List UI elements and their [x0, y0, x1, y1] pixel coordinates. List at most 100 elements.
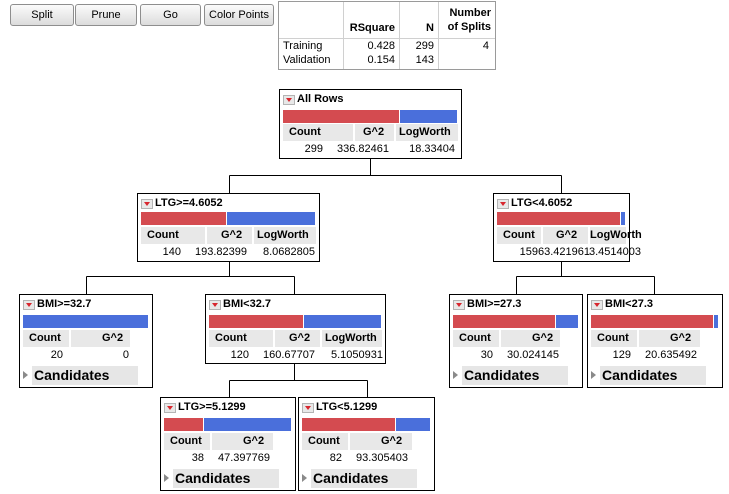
count-header: Count [147, 229, 179, 241]
validation-rsquare: 0.154 [367, 54, 395, 66]
node-title: LTG<5.1299 [316, 401, 378, 413]
node-ltg-lt-4-6052: LTG<4.6052 Count G^2 LogWorth 159 63.421… [493, 193, 642, 262]
blue-level-bar [304, 315, 381, 328]
prune-button[interactable]: Prune [75, 4, 137, 26]
splits-header: Number [449, 7, 491, 19]
node-title: BMI>=27.3 [467, 298, 522, 310]
node-bmi-lt-32-7: BMI<32.7 Count G^2 LogWorth 120 160.6770… [205, 294, 386, 364]
red-level-bar [141, 212, 226, 225]
logworth-value: 3.4514003 [589, 246, 641, 258]
validation-label: Validation [283, 54, 331, 66]
logworth-header: LogWorth [590, 229, 642, 241]
disclosure-triangle-icon[interactable] [302, 474, 307, 482]
logworth-value: 8.0682805 [263, 246, 315, 258]
g2-value: 47.397769 [218, 452, 270, 464]
red-level-bar [591, 315, 713, 328]
blue-level-bar [23, 315, 148, 328]
disclosure-triangle-icon[interactable] [591, 371, 596, 379]
g2-value: 336.82461 [337, 143, 389, 155]
node-title: All Rows [297, 93, 344, 105]
g2-header: G^2 [381, 435, 403, 447]
count-value: 82 [329, 452, 342, 464]
disclosure-triangle-icon[interactable] [23, 371, 28, 379]
count-header: Count [170, 435, 202, 447]
training-rsquare: 0.428 [367, 40, 395, 52]
go-button[interactable]: Go [140, 4, 201, 26]
node-ltg-lt-5-1299: LTG<5.1299 Count G^2 82 93.305403 Candid… [298, 397, 435, 491]
count-value: 140 [162, 246, 181, 258]
node-menu-triangle-icon[interactable] [591, 300, 603, 310]
blue-level-bar [204, 418, 291, 431]
g2-header: G^2 [532, 332, 554, 344]
node-menu-triangle-icon[interactable] [283, 95, 295, 105]
g2-header: G^2 [243, 435, 265, 447]
g2-value: 93.305403 [356, 452, 408, 464]
candidates-label: Candidates [311, 469, 417, 488]
blue-level-bar [400, 110, 457, 123]
count-header: Count [289, 126, 321, 138]
count-header: Count [597, 332, 629, 344]
node-title: LTG>=5.1299 [178, 401, 246, 413]
blue-level-bar [556, 315, 578, 328]
blue-level-bar [714, 315, 718, 328]
training-n: 299 [415, 40, 434, 52]
training-label: Training [283, 40, 323, 52]
split-button[interactable]: Split [10, 4, 74, 26]
node-menu-triangle-icon[interactable] [164, 403, 176, 413]
candidates-label: Candidates [32, 366, 138, 385]
g2-header: G^2 [556, 229, 578, 241]
node-menu-triangle-icon[interactable] [141, 199, 153, 209]
candidates-label: Candidates [462, 366, 568, 385]
node-menu-triangle-icon[interactable] [209, 300, 221, 310]
candidates-label: Candidates [600, 366, 706, 385]
candidates-label: Candidates [173, 469, 279, 488]
blue-level-bar [621, 212, 625, 225]
red-level-bar [302, 418, 395, 431]
node-menu-triangle-icon[interactable] [23, 300, 35, 310]
node-bmi-ge-32-7: BMI>=32.7 Count G^2 20 0 Candidates [19, 294, 153, 388]
g2-value: 160.67707 [263, 349, 315, 361]
count-value: 20 [50, 349, 63, 361]
g2-value: 193.82399 [195, 246, 247, 258]
color-points-button[interactable]: Color Points [204, 4, 274, 26]
g2-header: G^2 [221, 229, 243, 241]
logworth-value: 18.33404 [409, 143, 455, 155]
disclosure-triangle-icon[interactable] [164, 474, 169, 482]
node-title: LTG>=4.6052 [155, 197, 223, 209]
fit-summary-table: RSquare N Number of Splits Training 0.42… [278, 1, 496, 70]
count-header: Count [308, 435, 340, 447]
logworth-header: LogWorth [399, 126, 451, 138]
disclosure-triangle-icon[interactable] [453, 371, 458, 379]
training-splits: 4 [482, 40, 489, 52]
red-level-bar [497, 212, 620, 225]
g2-header: G^2 [102, 332, 124, 344]
blue-level-bar [396, 418, 430, 431]
red-level-bar [453, 315, 555, 328]
red-level-bar [164, 418, 203, 431]
count-value: 159 [519, 246, 538, 258]
g2-header: G^2 [670, 332, 692, 344]
node-menu-triangle-icon[interactable] [453, 300, 465, 310]
logworth-header: LogWorth [325, 332, 377, 344]
count-value: 120 [230, 349, 249, 361]
count-header: Count [459, 332, 491, 344]
red-level-bar [209, 315, 303, 328]
n-header: N [426, 22, 434, 34]
g2-header: G^2 [363, 126, 385, 138]
blue-level-bar [227, 212, 315, 225]
logworth-header: LogWorth [257, 229, 309, 241]
g2-value: 20.635492 [645, 349, 697, 361]
node-ltg-ge-5-1299: LTG>=5.1299 Count G^2 38 47.397769 Candi… [160, 397, 296, 491]
count-header: Count [503, 229, 535, 241]
node-ltg-ge-4-6052: LTG>=4.6052 Count G^2 LogWorth 140 193.8… [137, 193, 320, 262]
g2-value: 30.024145 [507, 349, 559, 361]
node-menu-triangle-icon[interactable] [302, 403, 314, 413]
count-header: Count [215, 332, 247, 344]
g2-header: G^2 [289, 332, 311, 344]
node-menu-triangle-icon[interactable] [497, 199, 509, 209]
validation-n: 143 [415, 54, 434, 66]
g2-value: 0 [122, 349, 129, 361]
node-title: BMI<27.3 [605, 298, 653, 310]
count-value: 299 [304, 143, 323, 155]
node-bmi-ge-27-3: BMI>=27.3 Count G^2 30 30.024145 Candida… [449, 294, 583, 388]
